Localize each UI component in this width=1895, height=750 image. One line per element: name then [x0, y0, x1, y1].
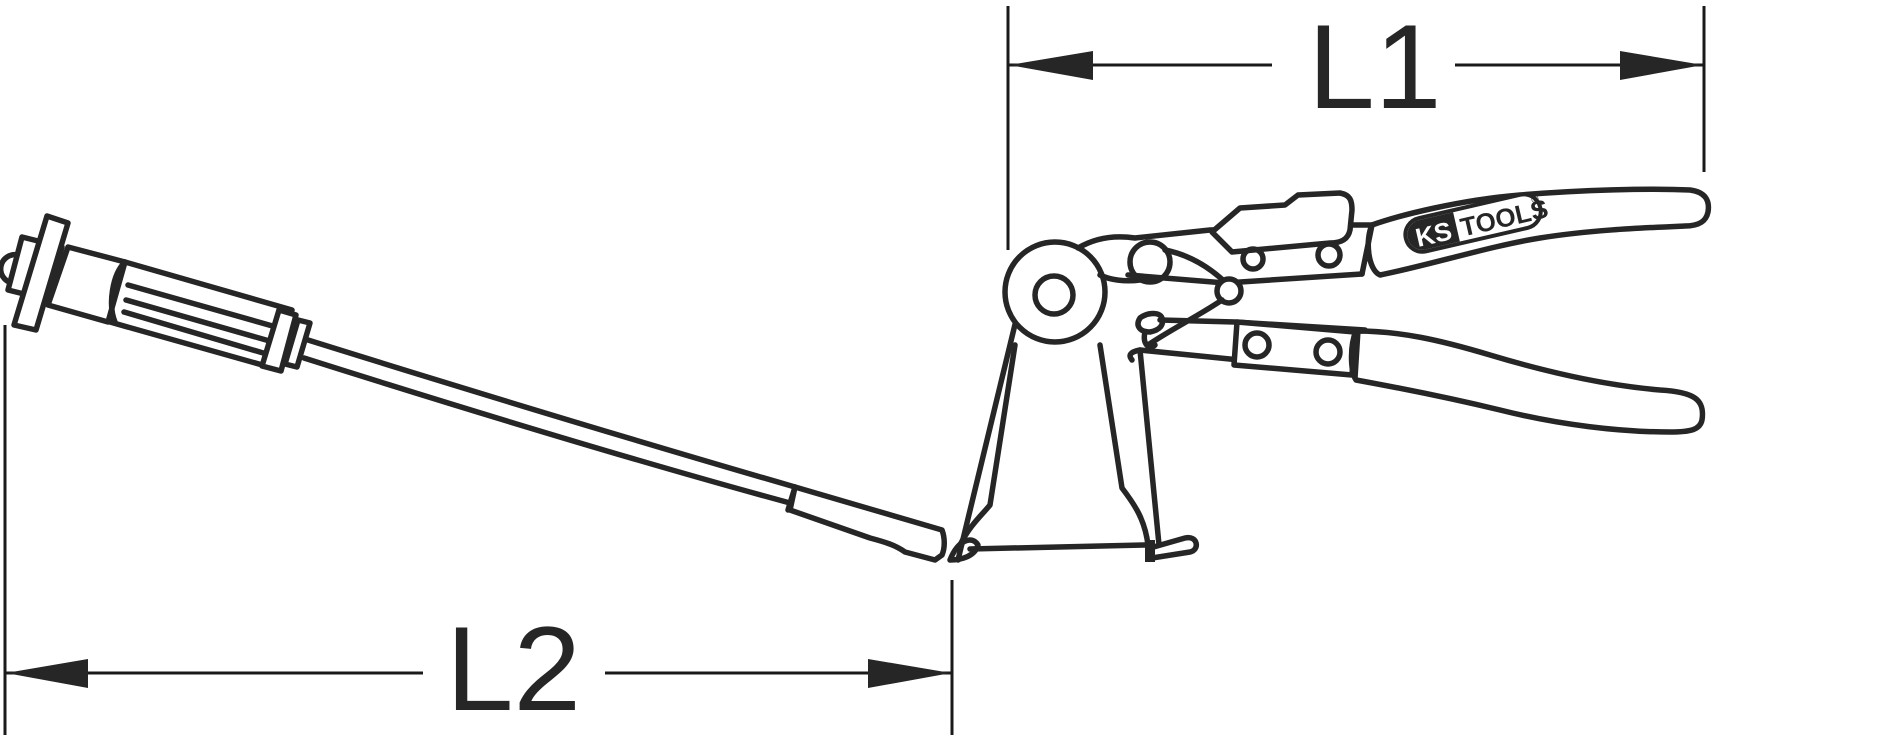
dimension-l2: L2 — [3, 325, 954, 736]
spring-curl — [1141, 329, 1158, 350]
upper-handle-joint — [1359, 222, 1375, 277]
cylinder-rim — [108, 259, 128, 325]
pliers-body — [947, 190, 1375, 563]
upper-arm-lower-edge — [1125, 271, 1365, 286]
inner-rod-3 — [121, 309, 273, 358]
cable-bottom-edge — [301, 355, 793, 506]
spring-hook — [1135, 310, 1166, 335]
l1-arrow-right-icon — [1620, 51, 1703, 80]
main-pivot-hole — [1032, 273, 1076, 317]
dimension-l1: L1 — [1006, 0, 1706, 250]
bowden-cable — [301, 337, 947, 563]
lower-rivet-1 — [1242, 330, 1272, 360]
logo-badge — [1407, 212, 1460, 250]
center-link-pin — [1214, 276, 1244, 306]
cable-end-clip — [947, 537, 981, 563]
right-arm-inner — [1097, 342, 1151, 548]
logo-registered-mark: ® — [1530, 194, 1540, 207]
upper-pivot-pin — [1127, 239, 1173, 285]
l1-label: L1 — [1308, 0, 1441, 134]
upper-link-curve — [1162, 247, 1228, 285]
l2-arrow-left-icon — [6, 659, 88, 688]
flange — [11, 213, 71, 333]
ferrule-joint — [785, 484, 798, 513]
foot-post — [1145, 540, 1155, 562]
upper-link-lower — [1097, 272, 1143, 284]
lower-rivet-2 — [1313, 337, 1343, 367]
upper-rivet-1 — [1240, 246, 1266, 272]
cable-top-edge — [305, 337, 798, 490]
lower-handle-joint — [1352, 327, 1361, 381]
return-cable — [967, 542, 1148, 552]
upper-handle-collar — [1209, 190, 1355, 255]
l1-arrow-left-icon — [1009, 51, 1093, 80]
upper-link-top — [1075, 225, 1298, 251]
l2-arrow-right-icon — [868, 659, 951, 688]
l2-label: L2 — [446, 602, 581, 736]
cable-ferrule — [787, 484, 947, 563]
foot-clip — [1147, 534, 1199, 561]
collar-1 — [259, 307, 299, 374]
handles: KS TOOLS ® — [1348, 186, 1712, 435]
upper-rivet-2 — [1315, 241, 1343, 269]
inner-rod-1 — [125, 282, 279, 330]
remote-jaw-head — [0, 213, 313, 374]
main-pivot-wheel — [1002, 239, 1108, 345]
left-arm-outer — [955, 309, 1021, 563]
collar-2 — [282, 317, 313, 370]
inner-rod-2 — [123, 297, 276, 345]
lower-handle-grip — [1348, 328, 1706, 435]
